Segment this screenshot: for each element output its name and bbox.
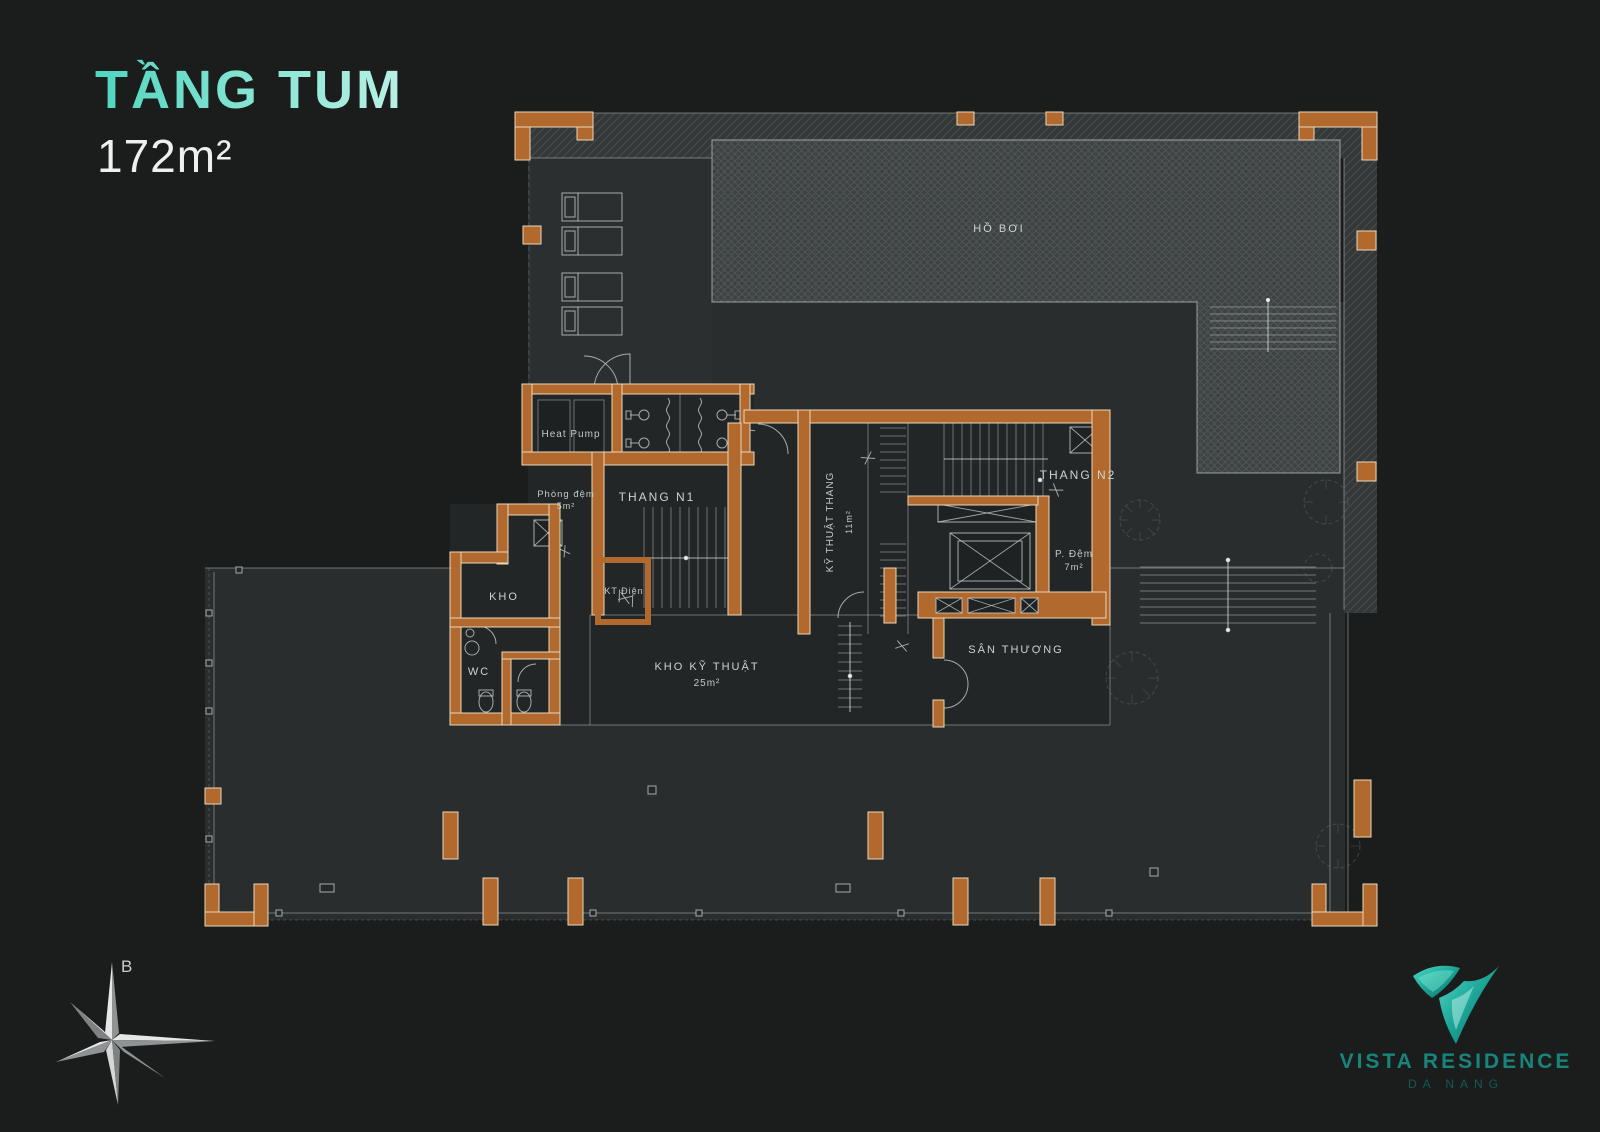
room-label-thang-n2: THANG N2 bbox=[1040, 468, 1117, 482]
room-label-phong-dem-area: 5m² bbox=[557, 501, 576, 511]
room-label-wc: WC bbox=[468, 666, 490, 678]
room-label-ky-thuat-thang: KỸ THUẬT THANG bbox=[823, 472, 836, 573]
terrace-steps bbox=[1140, 557, 1316, 633]
page-area: 172m² bbox=[97, 130, 232, 182]
logo-v-mark bbox=[1413, 965, 1499, 1044]
room-label-heat-pump: Heat Pump bbox=[541, 429, 600, 440]
page-title: TẦNG TUM bbox=[95, 60, 404, 120]
logo-city: DA NANG bbox=[1408, 1077, 1504, 1091]
floor-plan: HỒ BƠI bbox=[204, 111, 1378, 927]
tree-icons bbox=[1105, 479, 1361, 869]
compass-rose: B bbox=[56, 957, 215, 1105]
room-label-phong-dem: Phòng đệm bbox=[537, 489, 595, 500]
room-label-kt-dien: KT Điện bbox=[604, 586, 643, 596]
logo-name: VISTA RESIDENCE bbox=[1340, 1050, 1573, 1073]
room-label-kho-ky-thuat-area: 25m² bbox=[694, 678, 721, 689]
terrace-columns bbox=[204, 779, 1378, 927]
room-label-san-thuong: SÂN THƯỢNG bbox=[968, 643, 1063, 656]
compass-star bbox=[56, 962, 215, 1105]
walls bbox=[449, 111, 1378, 728]
room-label-p-dem: P. Đệm bbox=[1055, 549, 1093, 560]
stairs-n2 bbox=[943, 422, 1048, 496]
pool-area: HỒ BƠI bbox=[711, 139, 1341, 474]
room-label-kho-ky-thuat: KHO KỸ THUẬT bbox=[654, 660, 759, 673]
terrace-details bbox=[204, 479, 1378, 927]
sun-lounger-icons bbox=[561, 192, 623, 336]
compass-north-label: B bbox=[121, 957, 132, 976]
room-label-thang-n1: THANG N1 bbox=[619, 490, 696, 504]
room-label-kho: KHO bbox=[489, 591, 519, 603]
brand-logo: VISTA RESIDENCE DA NANG bbox=[1340, 965, 1573, 1091]
room-label-p-dem-area: 7m² bbox=[1064, 562, 1083, 573]
edge-markers bbox=[205, 566, 1159, 917]
room-label-ky-thuat-thang-area: 11m² bbox=[844, 510, 854, 534]
stairs-n1 bbox=[640, 507, 730, 608]
room-label-pool: HỒ BƠI bbox=[973, 222, 1024, 235]
title-block: TẦNG TUM 172m² bbox=[95, 60, 404, 182]
corridor-steps bbox=[838, 622, 862, 712]
wc-fixtures bbox=[464, 625, 537, 713]
mechanical-room-equipment bbox=[625, 397, 741, 455]
